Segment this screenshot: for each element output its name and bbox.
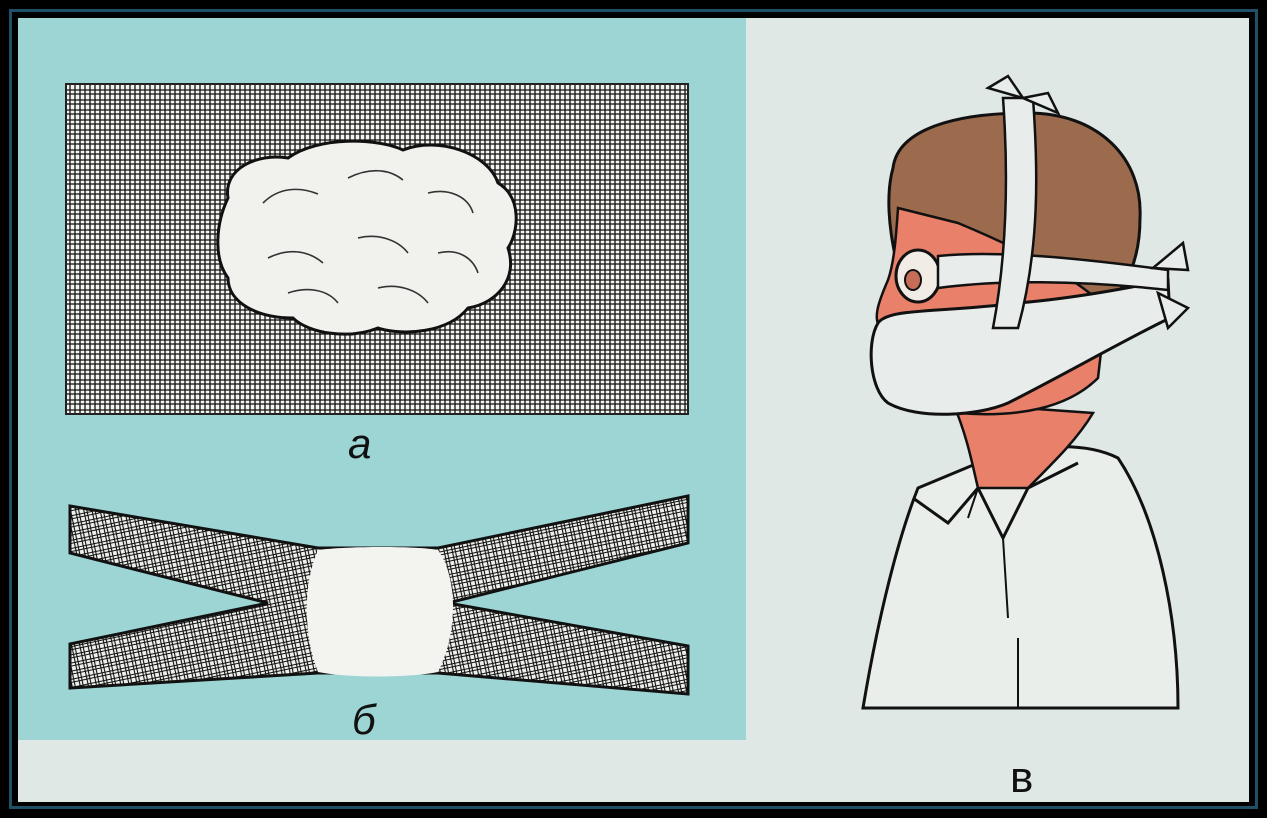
illustration-svg xyxy=(18,18,1249,802)
cotton-center xyxy=(307,547,453,677)
person-figure-c xyxy=(863,76,1188,708)
cotton-wad xyxy=(218,141,516,334)
bandage-figure-b xyxy=(70,496,688,694)
eye xyxy=(905,270,921,290)
label-b: б xyxy=(352,696,376,744)
gauze-pad-figure-a xyxy=(66,84,688,414)
illustration-card: а б в xyxy=(18,18,1249,802)
label-a: а xyxy=(348,420,371,468)
label-c: в xyxy=(1010,753,1033,802)
